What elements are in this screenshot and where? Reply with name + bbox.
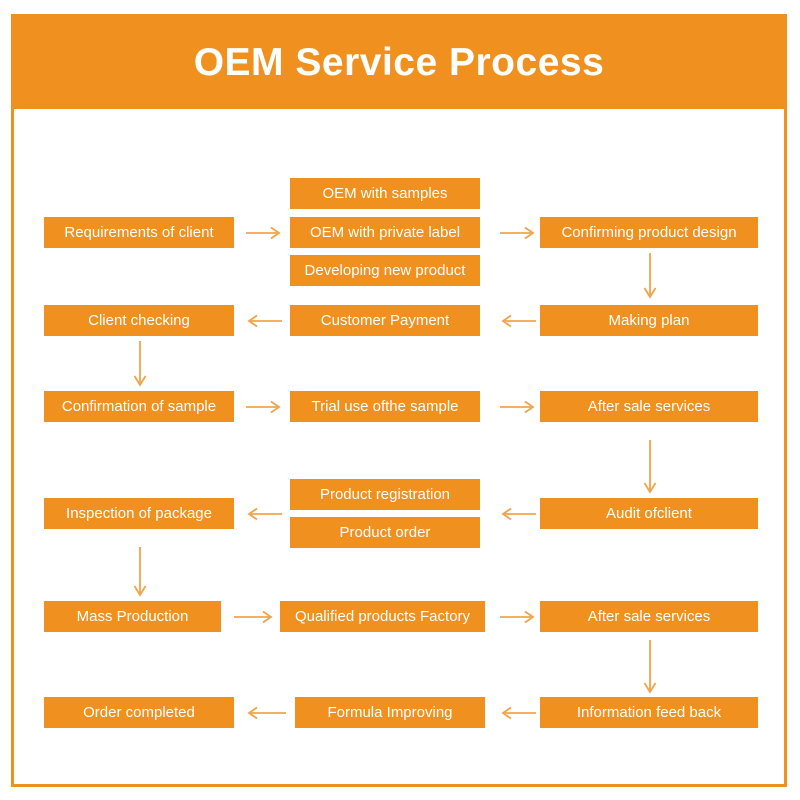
- header-banner: OEM Service Process: [14, 17, 784, 109]
- arrow-left-row4-b: [246, 507, 282, 521]
- node-oem-with-samples[interactable]: OEM with samples: [290, 178, 480, 209]
- arrow-down-left-col-1: [129, 341, 151, 389]
- node-confirming-product-design[interactable]: Confirming product design: [540, 217, 758, 248]
- arrow-right-row3-a: [246, 400, 282, 414]
- arrow-down-right-col-2: [639, 440, 661, 496]
- arrow-down-right-col-3: [639, 640, 661, 696]
- node-product-order[interactable]: Product order: [290, 517, 480, 548]
- arrow-left-row4-a: [500, 507, 536, 521]
- node-oem-with-private-label[interactable]: OEM with private label: [290, 217, 480, 248]
- arrow-left-row2-b: [246, 314, 282, 328]
- arrow-down-right-col-1: [639, 253, 661, 301]
- node-formula-improving[interactable]: Formula Improving: [295, 697, 485, 728]
- node-confirmation-of-sample[interactable]: Confirmation of sample: [44, 391, 234, 422]
- node-order-completed[interactable]: Order completed: [44, 697, 234, 728]
- arrow-right-row1-b: [500, 226, 536, 240]
- arrow-down-left-col-2: [129, 547, 151, 599]
- arrow-right-row5-a: [234, 610, 274, 624]
- node-customer-payment[interactable]: Customer Payment: [290, 305, 480, 336]
- node-requirements-of-client[interactable]: Requirements of client: [44, 217, 234, 248]
- arrow-left-row2-a: [500, 314, 536, 328]
- node-trial-use-of-the-sample[interactable]: Trial use ofthe sample: [290, 391, 480, 422]
- node-information-feed-back[interactable]: Information feed back: [540, 697, 758, 728]
- node-developing-new-product[interactable]: Developing new product: [290, 255, 480, 286]
- arrow-right-row5-b: [500, 610, 536, 624]
- node-after-sale-services-2[interactable]: After sale services: [540, 601, 758, 632]
- node-client-checking[interactable]: Client checking: [44, 305, 234, 336]
- arrow-right-row1-a: [246, 226, 282, 240]
- node-inspection-of-package[interactable]: Inspection of package: [44, 498, 234, 529]
- page-title: OEM Service Process: [193, 41, 605, 84]
- node-product-registration[interactable]: Product registration: [290, 479, 480, 510]
- arrow-right-row3-b: [500, 400, 536, 414]
- node-qualified-products-factory[interactable]: Qualified products Factory: [280, 601, 485, 632]
- node-audit-of-client[interactable]: Audit ofclient: [540, 498, 758, 529]
- node-after-sale-services-1[interactable]: After sale services: [540, 391, 758, 422]
- node-making-plan[interactable]: Making plan: [540, 305, 758, 336]
- arrow-left-row6-a: [500, 706, 536, 720]
- node-mass-production[interactable]: Mass Production: [44, 601, 221, 632]
- arrow-left-row6-b: [246, 706, 286, 720]
